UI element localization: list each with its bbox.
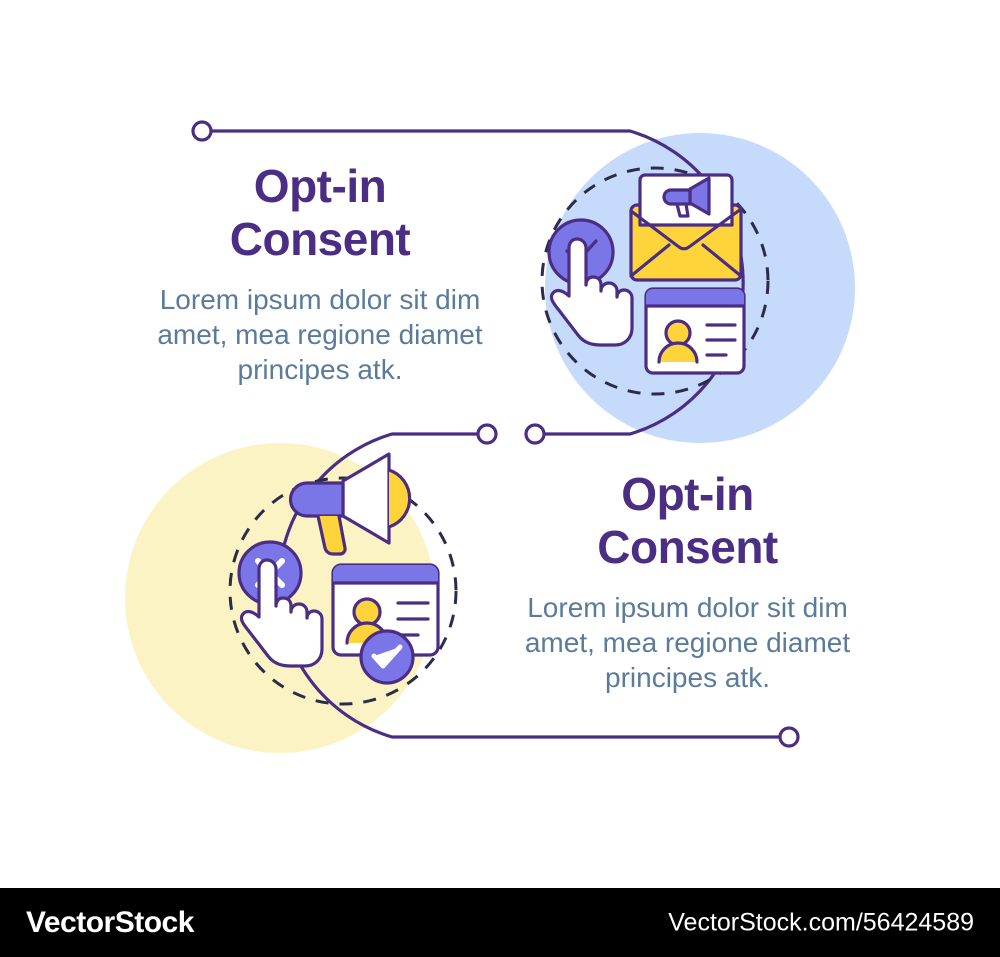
user-card-check-icon	[331, 563, 440, 685]
hand-cursor-cross-icon	[237, 540, 324, 668]
block-title-bottom: Opt-in Consent	[480, 468, 895, 574]
megaphone-icon	[288, 452, 412, 556]
block-title-top-line2: Consent	[229, 212, 411, 265]
block-desc-bottom-line3: principes atk.	[605, 661, 770, 693]
vectorstock-logo: VectorStock	[26, 905, 194, 939]
text-block-top: Opt-in Consent Lorem ipsum dolor sit dim…	[120, 160, 520, 387]
block-desc-top-line3: principes atk.	[237, 353, 403, 385]
dashed-circle-bottom	[228, 476, 458, 706]
watermark-footer: VectorStock VectorStock.com/56424589	[0, 888, 1000, 957]
block-desc-bottom: Lorem ipsum dolor sit dim amet, mea regi…	[480, 590, 895, 695]
block-title-top: Opt-in Consent	[120, 160, 520, 266]
connector-top	[191, 120, 745, 445]
hand-cursor-check-icon	[547, 218, 634, 347]
dashed-circle-top	[540, 166, 770, 396]
block-desc-top-line1: Lorem ipsum dolor sit dim	[159, 283, 481, 315]
envelope-megaphone-icon	[629, 173, 743, 282]
block-desc-top-line2: amet, mea regione diamet	[157, 318, 483, 350]
user-card-icon	[644, 287, 746, 375]
block-title-top-line1: Opt-in	[253, 160, 387, 212]
text-block-bottom: Opt-in Consent Lorem ipsum dolor sit dim…	[480, 468, 895, 695]
block-title-bottom-line2: Consent	[597, 520, 778, 573]
block-desc-bottom-line2: amet, mea regione diamet	[524, 626, 851, 658]
block-desc-bottom-line1: Lorem ipsum dolor sit dim	[527, 591, 848, 623]
icon-group-bottom	[228, 452, 458, 706]
infographic-canvas: .stroke-p { stroke:#4b2e83; fill:none; s…	[120, 120, 895, 753]
icon-group-top	[540, 166, 770, 396]
infographic-graphics: .stroke-p { stroke:#4b2e83; fill:none; s…	[125, 120, 855, 753]
vectorstock-id: VectorStock.com/56424589	[668, 908, 974, 936]
block-title-bottom-line1: Opt-in	[621, 468, 754, 520]
block-desc-top: Lorem ipsum dolor sit dim amet, mea regi…	[120, 282, 520, 387]
